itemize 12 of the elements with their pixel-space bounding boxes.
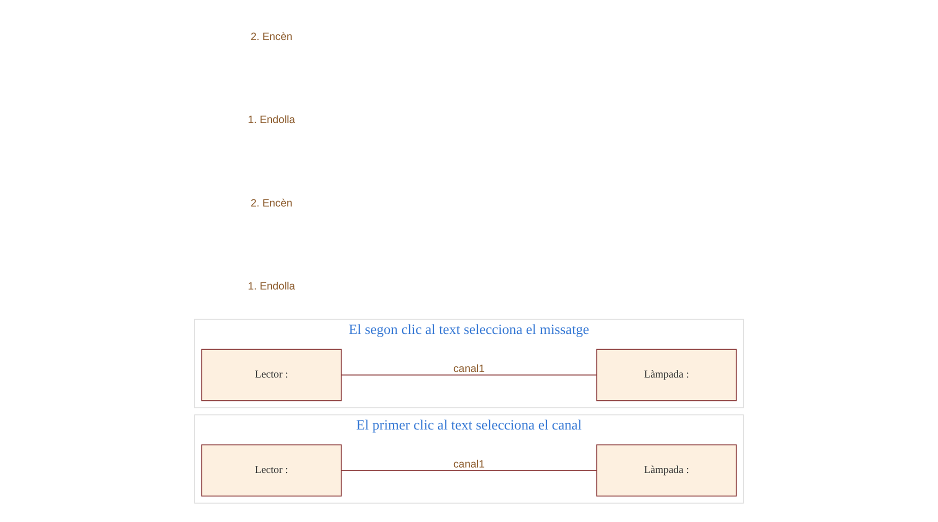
node-box: Lector : (201, 348, 342, 402)
label: 1. Endolla (248, 280, 296, 292)
connector (340, 374, 597, 376)
node-box: Lector : (201, 444, 342, 497)
node-box: Làmpada : (596, 444, 737, 497)
edge-label: canal1 (453, 458, 485, 470)
label: 1. Endolla (248, 114, 296, 126)
connector (340, 470, 597, 471)
label: 2. Encèn (250, 197, 292, 210)
edge-label: canal1 (453, 362, 485, 375)
node-box: Làmpada : (596, 348, 737, 402)
label: 2. Encèn (250, 31, 292, 44)
